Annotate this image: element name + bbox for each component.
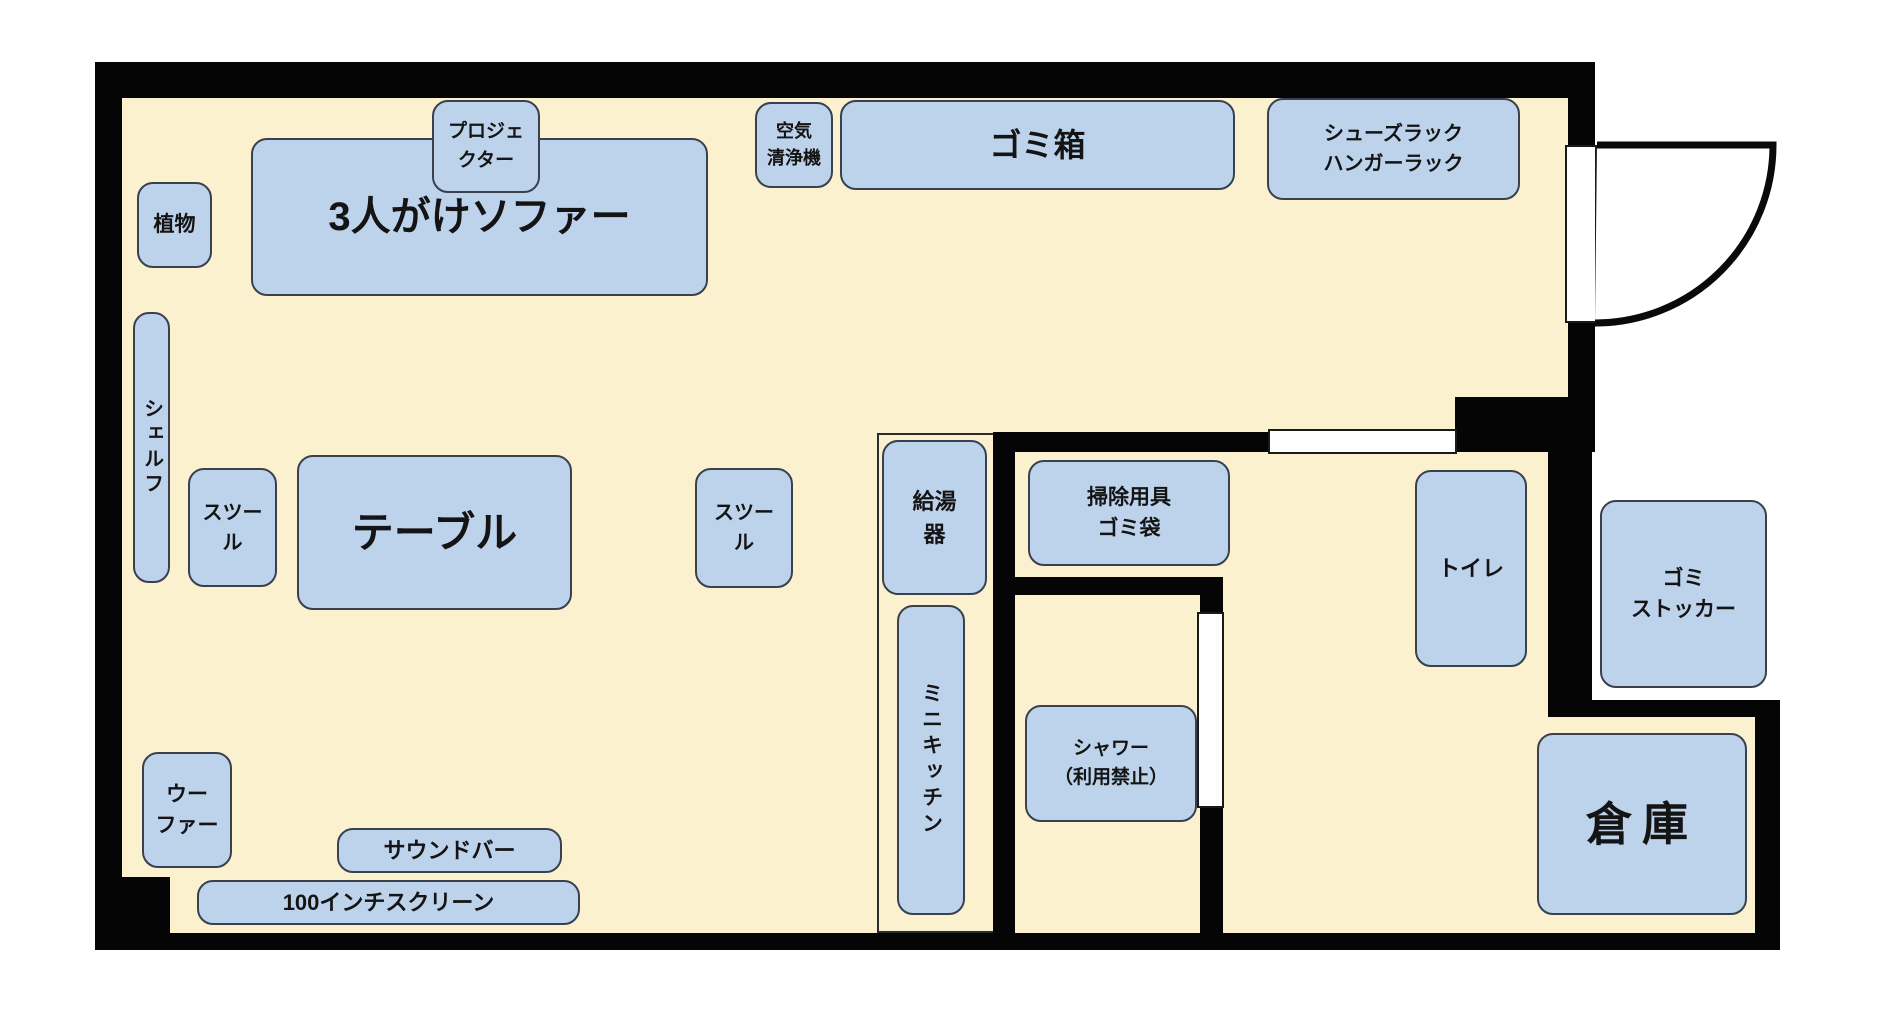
wall-toilet-right [1548, 452, 1592, 717]
wall-shower-top [1015, 577, 1223, 595]
trash-box: ゴミ箱 [840, 100, 1235, 190]
shoes-hanger-rack: シューズラック ハンガーラック [1267, 98, 1520, 200]
toilet: トイレ [1415, 470, 1527, 667]
entry-door-opening [1565, 145, 1597, 323]
wall-kitchen-right [993, 433, 1015, 933]
stool-right: スツー ル [695, 468, 793, 588]
wall-step-corner [1455, 397, 1595, 452]
air-purifier: 空気 清浄機 [755, 102, 833, 188]
wall-left [95, 62, 122, 950]
shower-door-opening [1197, 612, 1224, 808]
wall-bottom [95, 933, 1780, 950]
wall-partition-top [993, 432, 1270, 452]
screen-100inch: 100インチスクリーン [197, 880, 580, 925]
table: テーブル [297, 455, 572, 610]
cleaning-tools: 掃除用具 ゴミ袋 [1028, 460, 1230, 566]
water-heater: 給湯 器 [882, 440, 987, 595]
garbage-stocker: ゴミ ストッカー [1600, 500, 1767, 688]
shelf: シェルフ [133, 312, 170, 583]
mini-kitchen: ミニキッチン [897, 605, 965, 915]
woofer: ウー ファー [142, 752, 232, 868]
plant: 植物 [137, 182, 212, 268]
sliding-door-opening [1268, 429, 1457, 454]
projector: プロジェ クター [432, 100, 540, 193]
warehouse: 倉庫 [1537, 733, 1747, 915]
shower-no-use: シャワー （利用禁止） [1025, 705, 1197, 822]
wall-top [95, 62, 1595, 98]
soundbar: サウンドバー [337, 828, 562, 873]
wall-warehouse-right [1755, 717, 1780, 950]
stool-left: スツー ル [188, 468, 277, 587]
wall-warehouse-top [1548, 700, 1780, 717]
wall-bottom-left-notch [113, 877, 170, 933]
